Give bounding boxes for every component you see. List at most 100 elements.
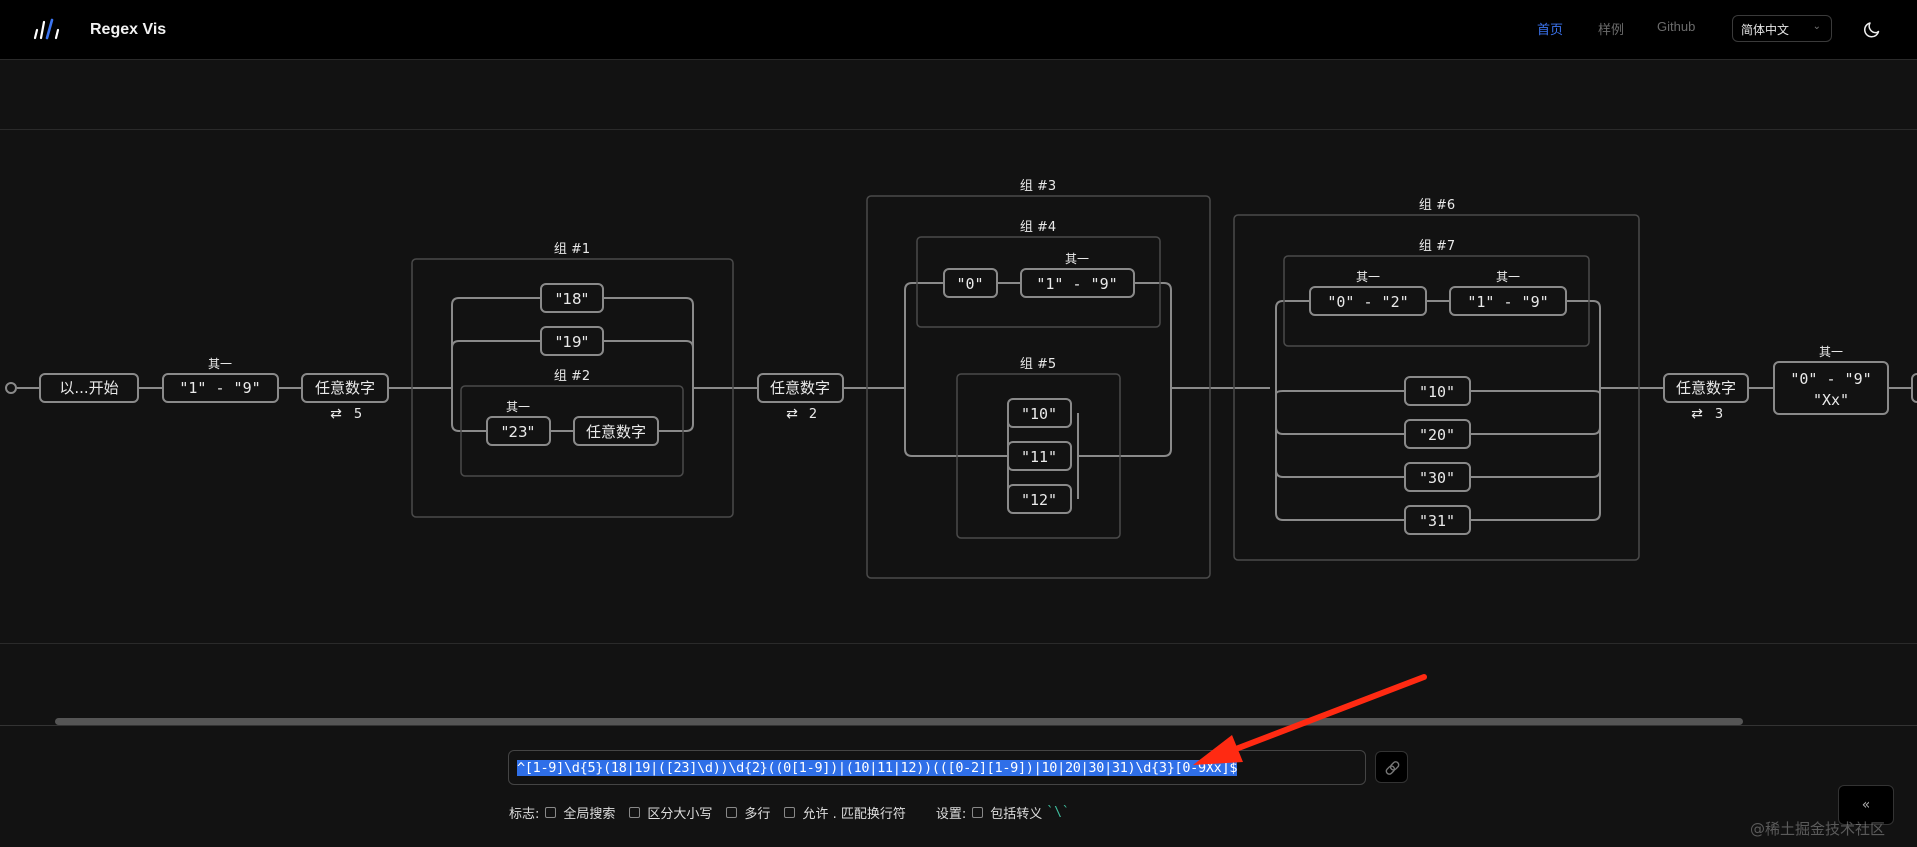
node-range-label: "0" - "2" xyxy=(1327,293,1408,311)
share-link-button[interactable] xyxy=(1375,751,1408,783)
node-19-box[interactable] xyxy=(540,326,604,356)
group-1-title: 组 #1 xyxy=(554,242,590,257)
start-node-icon xyxy=(5,382,17,394)
setting-include-escape[interactable]: 包括转义`\` xyxy=(966,803,1070,822)
node-0-box[interactable] xyxy=(943,268,998,298)
node-class-box[interactable] xyxy=(1773,361,1889,415)
group-2-box[interactable] xyxy=(460,385,684,477)
group-4-title: 组 #4 xyxy=(1020,220,1056,235)
node-10-label: "10" xyxy=(1419,383,1455,401)
node-range-box[interactable] xyxy=(1020,268,1135,298)
setting-escape-label: 包括转义 xyxy=(990,807,1043,822)
graph-bottom-padding xyxy=(0,643,1917,725)
node-end-box[interactable] xyxy=(1911,373,1917,403)
node-range-box[interactable] xyxy=(1309,286,1427,316)
node-0-label: "0" xyxy=(956,275,983,293)
app-title[interactable]: Regex Vis xyxy=(90,21,167,38)
editor-panel xyxy=(0,725,1917,847)
checkbox[interactable] xyxy=(629,807,641,818)
group-7-box[interactable] xyxy=(1283,255,1590,347)
node-18-box[interactable] xyxy=(540,283,604,313)
flags-label: 标志: xyxy=(509,807,540,822)
node-range-box[interactable] xyxy=(162,373,279,403)
node-23-box[interactable] xyxy=(486,416,551,446)
node-digit-box[interactable] xyxy=(757,373,844,403)
group-4-box[interactable] xyxy=(916,236,1161,328)
watermark: @稀土掘金技术社区 xyxy=(1750,820,1886,838)
flags-bar: 标志: 全局搜索 区分大小写 多行 允许 . 匹配换行符 设置: 包括转义`\` xyxy=(509,803,1078,822)
nav-home[interactable]: 首页 xyxy=(1537,22,1564,37)
node-class-range-label: "0" - "9" xyxy=(1790,370,1871,388)
node-20-label: "20" xyxy=(1419,426,1455,444)
repeat-count: 3 xyxy=(1715,407,1723,422)
node-10-box[interactable] xyxy=(1007,398,1072,428)
regex-input-value: ^[1-9]\d{5}(18|19|([23]\d))\d{2}((0[1-9]… xyxy=(517,760,1238,776)
flag-global[interactable]: 全局搜索 xyxy=(539,803,615,822)
node-30-box[interactable] xyxy=(1404,462,1471,492)
flag-dotall[interactable]: 允许 . 匹配换行符 xyxy=(778,803,906,822)
caption-one-of: 其一 xyxy=(1496,270,1520,284)
node-range-label: "1" - "9" xyxy=(1036,275,1117,293)
node-11-label: "11" xyxy=(1021,448,1057,466)
node-start-label: 以...开始 xyxy=(59,379,118,397)
flag-multiline[interactable]: 多行 xyxy=(720,803,770,822)
flag-multiline-label: 多行 xyxy=(744,807,771,822)
regex-input[interactable]: ^[1-9]\d{5}(18|19|([23]\d))\d{2}((0[1-9]… xyxy=(508,750,1366,785)
repeat-count: 2 xyxy=(809,407,817,422)
nav-examples[interactable]: 样例 xyxy=(1598,22,1625,37)
regex-vis-logo[interactable] xyxy=(32,18,66,40)
flag-global-label: 全局搜索 xyxy=(563,807,616,822)
flag-case-sensitive[interactable]: 区分大小写 xyxy=(623,803,712,822)
node-range-label: "1" - "9" xyxy=(179,379,260,397)
node-12-box[interactable] xyxy=(1007,484,1072,514)
node-12-label: "12" xyxy=(1021,491,1057,509)
checkbox[interactable] xyxy=(972,807,984,818)
node-31-box[interactable] xyxy=(1404,505,1471,535)
nav-github[interactable]: Github xyxy=(1657,19,1696,34)
group-6-box[interactable] xyxy=(1233,214,1640,561)
collapse-panel-button[interactable]: « xyxy=(1838,785,1894,825)
node-20-box[interactable] xyxy=(1404,419,1471,449)
horizontal-scrollbar[interactable] xyxy=(55,718,1743,725)
repeat-icon: ⇄ xyxy=(1691,406,1703,422)
group-7-title: 组 #7 xyxy=(1419,239,1455,254)
node-start-box[interactable] xyxy=(39,373,139,403)
group-3-box[interactable] xyxy=(866,195,1211,579)
regex-diagram: 以...开始 其一 "1" - "9" 任意数字 ⇄ 5 组 #1 "18" "… xyxy=(0,130,1917,643)
top-bar: Regex Vis 首页 样例 Github 简体中文 ⌄ xyxy=(0,0,1917,60)
node-11-box[interactable] xyxy=(1007,441,1072,471)
node-10-label: "10" xyxy=(1021,405,1057,423)
node-range-box[interactable] xyxy=(1449,286,1567,316)
link-icon xyxy=(1385,761,1400,775)
group-1-box[interactable] xyxy=(411,258,734,518)
group-6-title: 组 #6 xyxy=(1419,198,1455,213)
checkbox[interactable] xyxy=(545,807,557,818)
chevron-down-icon: ⌄ xyxy=(1812,21,1821,32)
language-select-value: 简体中文 xyxy=(1741,23,1790,37)
language-select[interactable]: 简体中文 ⌄ xyxy=(1732,15,1832,42)
moon-icon[interactable] xyxy=(1862,18,1884,40)
group-2-title: 组 #2 xyxy=(554,369,590,384)
checkbox[interactable] xyxy=(784,807,796,818)
caption-one-of: 其一 xyxy=(1819,345,1843,359)
node-digit-box[interactable] xyxy=(301,373,389,403)
node-digit-box[interactable] xyxy=(1663,373,1749,403)
node-digit-label: 任意数字 xyxy=(586,423,646,441)
escape-code: `\` xyxy=(1046,805,1070,820)
node-digit-label: 任意数字 xyxy=(1676,379,1736,397)
regex-diagram-svg: 以...开始 其一 "1" - "9" 任意数字 ⇄ 5 组 #1 "18" "… xyxy=(5,179,1917,579)
checkbox[interactable] xyxy=(726,807,738,818)
flag-case-label: 区分大小写 xyxy=(647,807,713,822)
node-18-label: "18" xyxy=(556,290,589,308)
graph-top-padding xyxy=(0,60,1917,130)
group-5-box[interactable] xyxy=(956,373,1121,539)
node-digit-box[interactable] xyxy=(573,416,659,446)
group-3-title: 组 #3 xyxy=(1020,179,1056,194)
node-class-xx-label: "Xx" xyxy=(1813,391,1849,409)
settings-label: 设置: xyxy=(935,807,967,822)
node-19-label: "19" xyxy=(556,333,589,351)
node-digit-label: 任意数字 xyxy=(770,379,830,397)
node-10-box[interactable] xyxy=(1404,376,1471,406)
node-30-label: "30" xyxy=(1419,469,1455,487)
node-range-label: "1" - "9" xyxy=(1467,293,1548,311)
